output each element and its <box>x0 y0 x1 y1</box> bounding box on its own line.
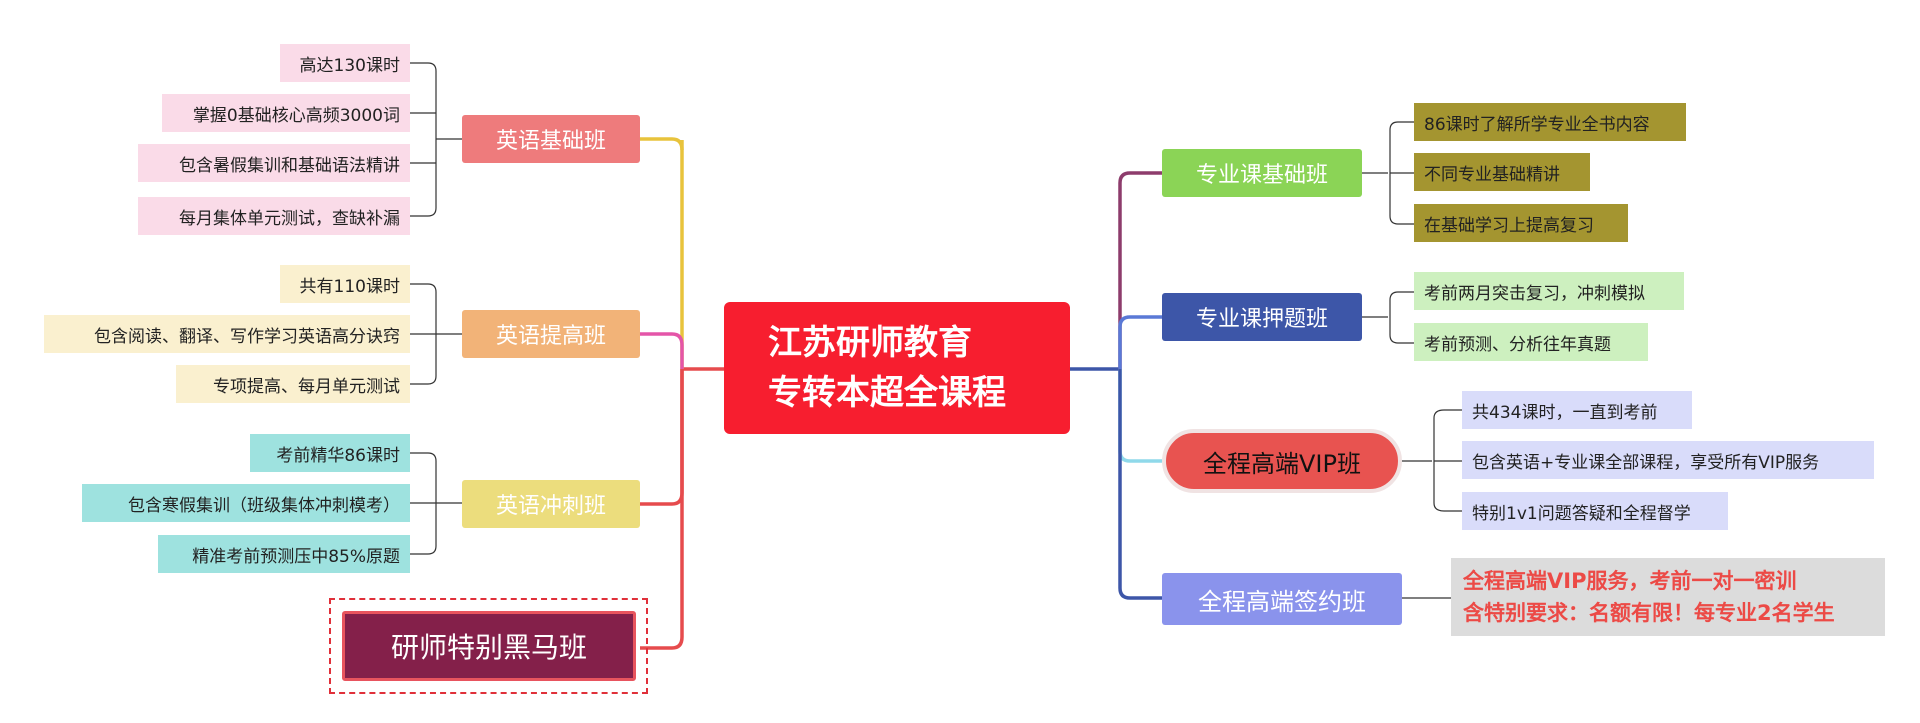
leaf-vip-3[interactable]: 特别1v1问题答疑和全程督学 <box>1462 492 1728 530</box>
branch-signed[interactable]: 全程高端签约班 <box>1162 573 1402 625</box>
leaf-english-sprint-2[interactable]: 包含寒假集训（班级集体冲刺模考） <box>82 484 410 522</box>
signed-callout-line1: 全程高端VIP服务，考前一对一密训 <box>1463 569 1797 593</box>
leaf-english-basic-1[interactable]: 高达130课时 <box>280 44 410 82</box>
leaf-major-basic-3[interactable]: 在基础学习上提高复习 <box>1414 204 1628 242</box>
leaf-major-predict-1[interactable]: 考前两月突击复习，冲刺模拟 <box>1414 272 1684 310</box>
leaf-english-improve-1[interactable]: 共有110课时 <box>280 265 410 303</box>
leaf-vip-1[interactable]: 共434课时，一直到考前 <box>1462 391 1692 429</box>
branch-vip[interactable]: 全程高端VIP班 <box>1162 429 1402 493</box>
leaf-english-basic-4[interactable]: 每月集体单元测试，查缺补漏 <box>138 197 410 235</box>
branch-major-basic[interactable]: 专业课基础班 <box>1162 149 1362 197</box>
signed-callout[interactable]: 全程高端VIP服务，考前一对一密训 含特别要求：名额有限！每专业2名学生 <box>1451 558 1885 636</box>
leaf-english-basic-2[interactable]: 掌握0基础核心高频3000词 <box>162 94 410 132</box>
leaf-english-improve-2[interactable]: 包含阅读、翻译、写作学习英语高分诀窍 <box>44 315 410 353</box>
leaf-major-basic-2[interactable]: 不同专业基础精讲 <box>1414 153 1590 191</box>
leaf-english-improve-3[interactable]: 专项提高、每月单元测试 <box>176 365 410 403</box>
root-topic[interactable]: 江苏研师教育 专转本超全课程 <box>724 302 1070 434</box>
branch-english-sprint[interactable]: 英语冲刺班 <box>462 480 640 528</box>
leaf-major-predict-2[interactable]: 考前预测、分析往年真题 <box>1414 323 1648 361</box>
branch-dark-horse[interactable]: 研师特别黑马班 <box>342 611 636 681</box>
branch-major-predict[interactable]: 专业课押题班 <box>1162 293 1362 341</box>
signed-callout-line2: 含特别要求：名额有限！每专业2名学生 <box>1463 601 1835 625</box>
leaf-major-basic-1[interactable]: 86课时了解所学专业全书内容 <box>1414 103 1686 141</box>
leaf-english-sprint-1[interactable]: 考前精华86课时 <box>250 434 410 472</box>
leaf-vip-2[interactable]: 包含英语+专业课全部课程，享受所有VIP服务 <box>1462 441 1874 479</box>
leaf-english-sprint-3[interactable]: 精准考前预测压中85%原题 <box>158 535 410 573</box>
branch-english-improve[interactable]: 英语提高班 <box>462 310 640 358</box>
branch-english-basic[interactable]: 英语基础班 <box>462 115 640 163</box>
root-title-line1: 江苏研师教育 <box>768 323 972 363</box>
leaf-english-basic-3[interactable]: 包含暑假集训和基础语法精讲 <box>138 144 410 182</box>
root-title-line2: 专转本超全课程 <box>768 373 1006 413</box>
dark-horse-selection-outline <box>329 598 648 694</box>
